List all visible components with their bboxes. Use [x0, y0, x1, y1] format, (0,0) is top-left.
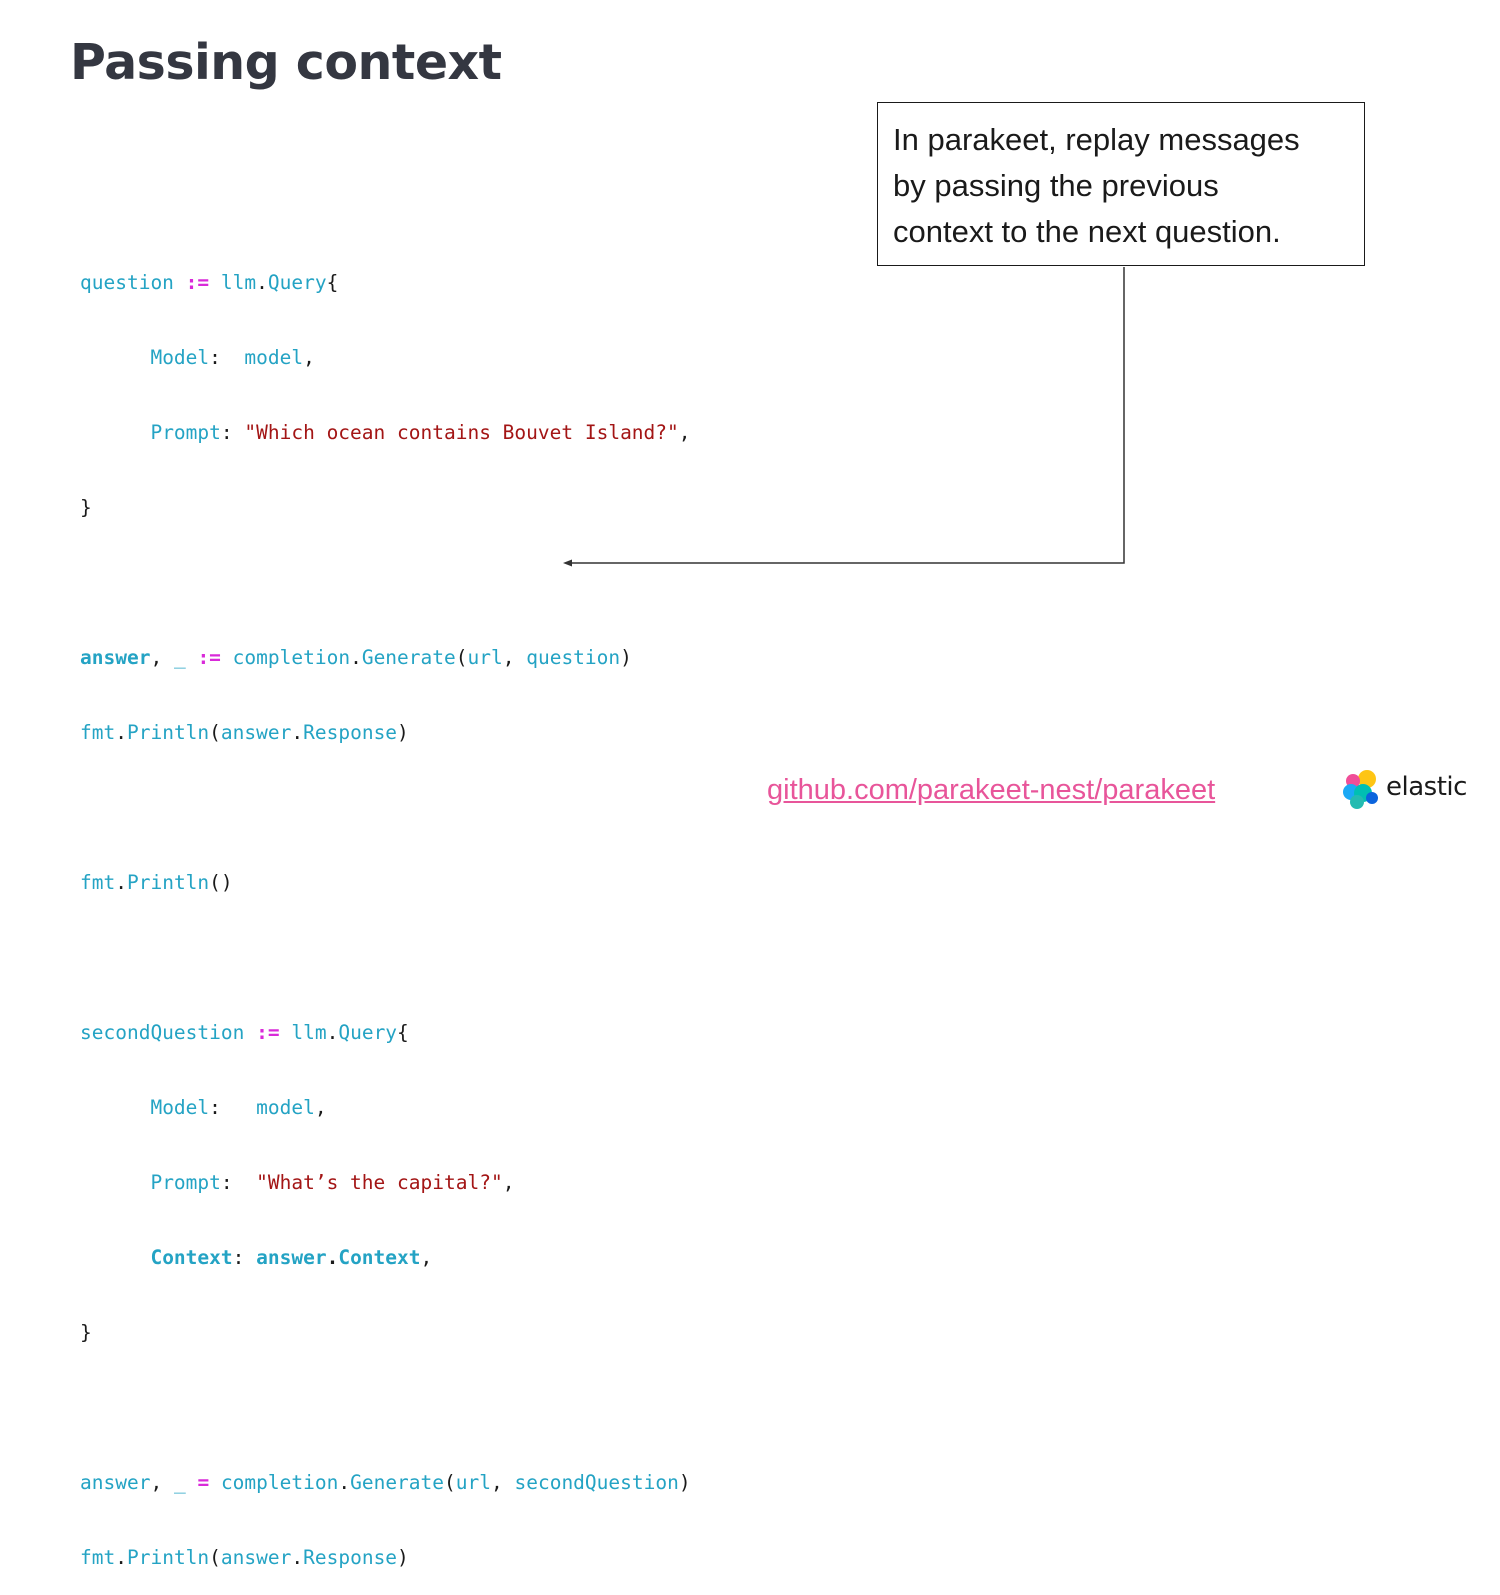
callout-line: context to the next question. — [893, 214, 1281, 249]
code-line-1: question := llm.Query{ — [80, 271, 339, 294]
code-line-11: secondQuestion := llm.Query{ — [80, 1021, 409, 1044]
slide-title: Passing context — [70, 34, 502, 91]
code-line-15: } — [80, 1321, 92, 1344]
code-line-17: answer, _ = completion.Generate(url, sec… — [80, 1471, 691, 1494]
code-line-blank — [80, 1395, 691, 1420]
code-line-18: fmt.Println(answer.Response) — [80, 1546, 409, 1569]
logo-wordmark: elastic — [1386, 772, 1467, 802]
code-line-9: fmt.Println() — [80, 871, 233, 894]
code-line-12: Model: model, — [150, 1096, 327, 1119]
code-line-7: fmt.Println(answer.Response) — [80, 721, 409, 744]
elastic-logo-icon — [1343, 770, 1378, 809]
callout-box: In parakeet, replay messages by passing … — [877, 102, 1365, 266]
code-line-2: Model: model, — [150, 346, 315, 369]
code-line-3: Prompt: "Which ocean contains Bouvet Isl… — [150, 421, 691, 444]
code-line-14: Context: answer.Context, — [150, 1246, 433, 1269]
github-link[interactable]: github.com/parakeet-nest/parakeet — [767, 774, 1216, 806]
code-line-blank — [80, 945, 691, 970]
code-line-6: answer, _ := completion.Generate(url, qu… — [80, 646, 632, 669]
code-line-4: } — [80, 496, 92, 519]
callout-line: In parakeet, replay messages — [893, 122, 1300, 157]
callout-connector-arrow — [563, 267, 1125, 567]
code-line-13: Prompt: "What’s the capital?", — [150, 1171, 515, 1194]
callout-line: by passing the previous — [893, 168, 1219, 203]
